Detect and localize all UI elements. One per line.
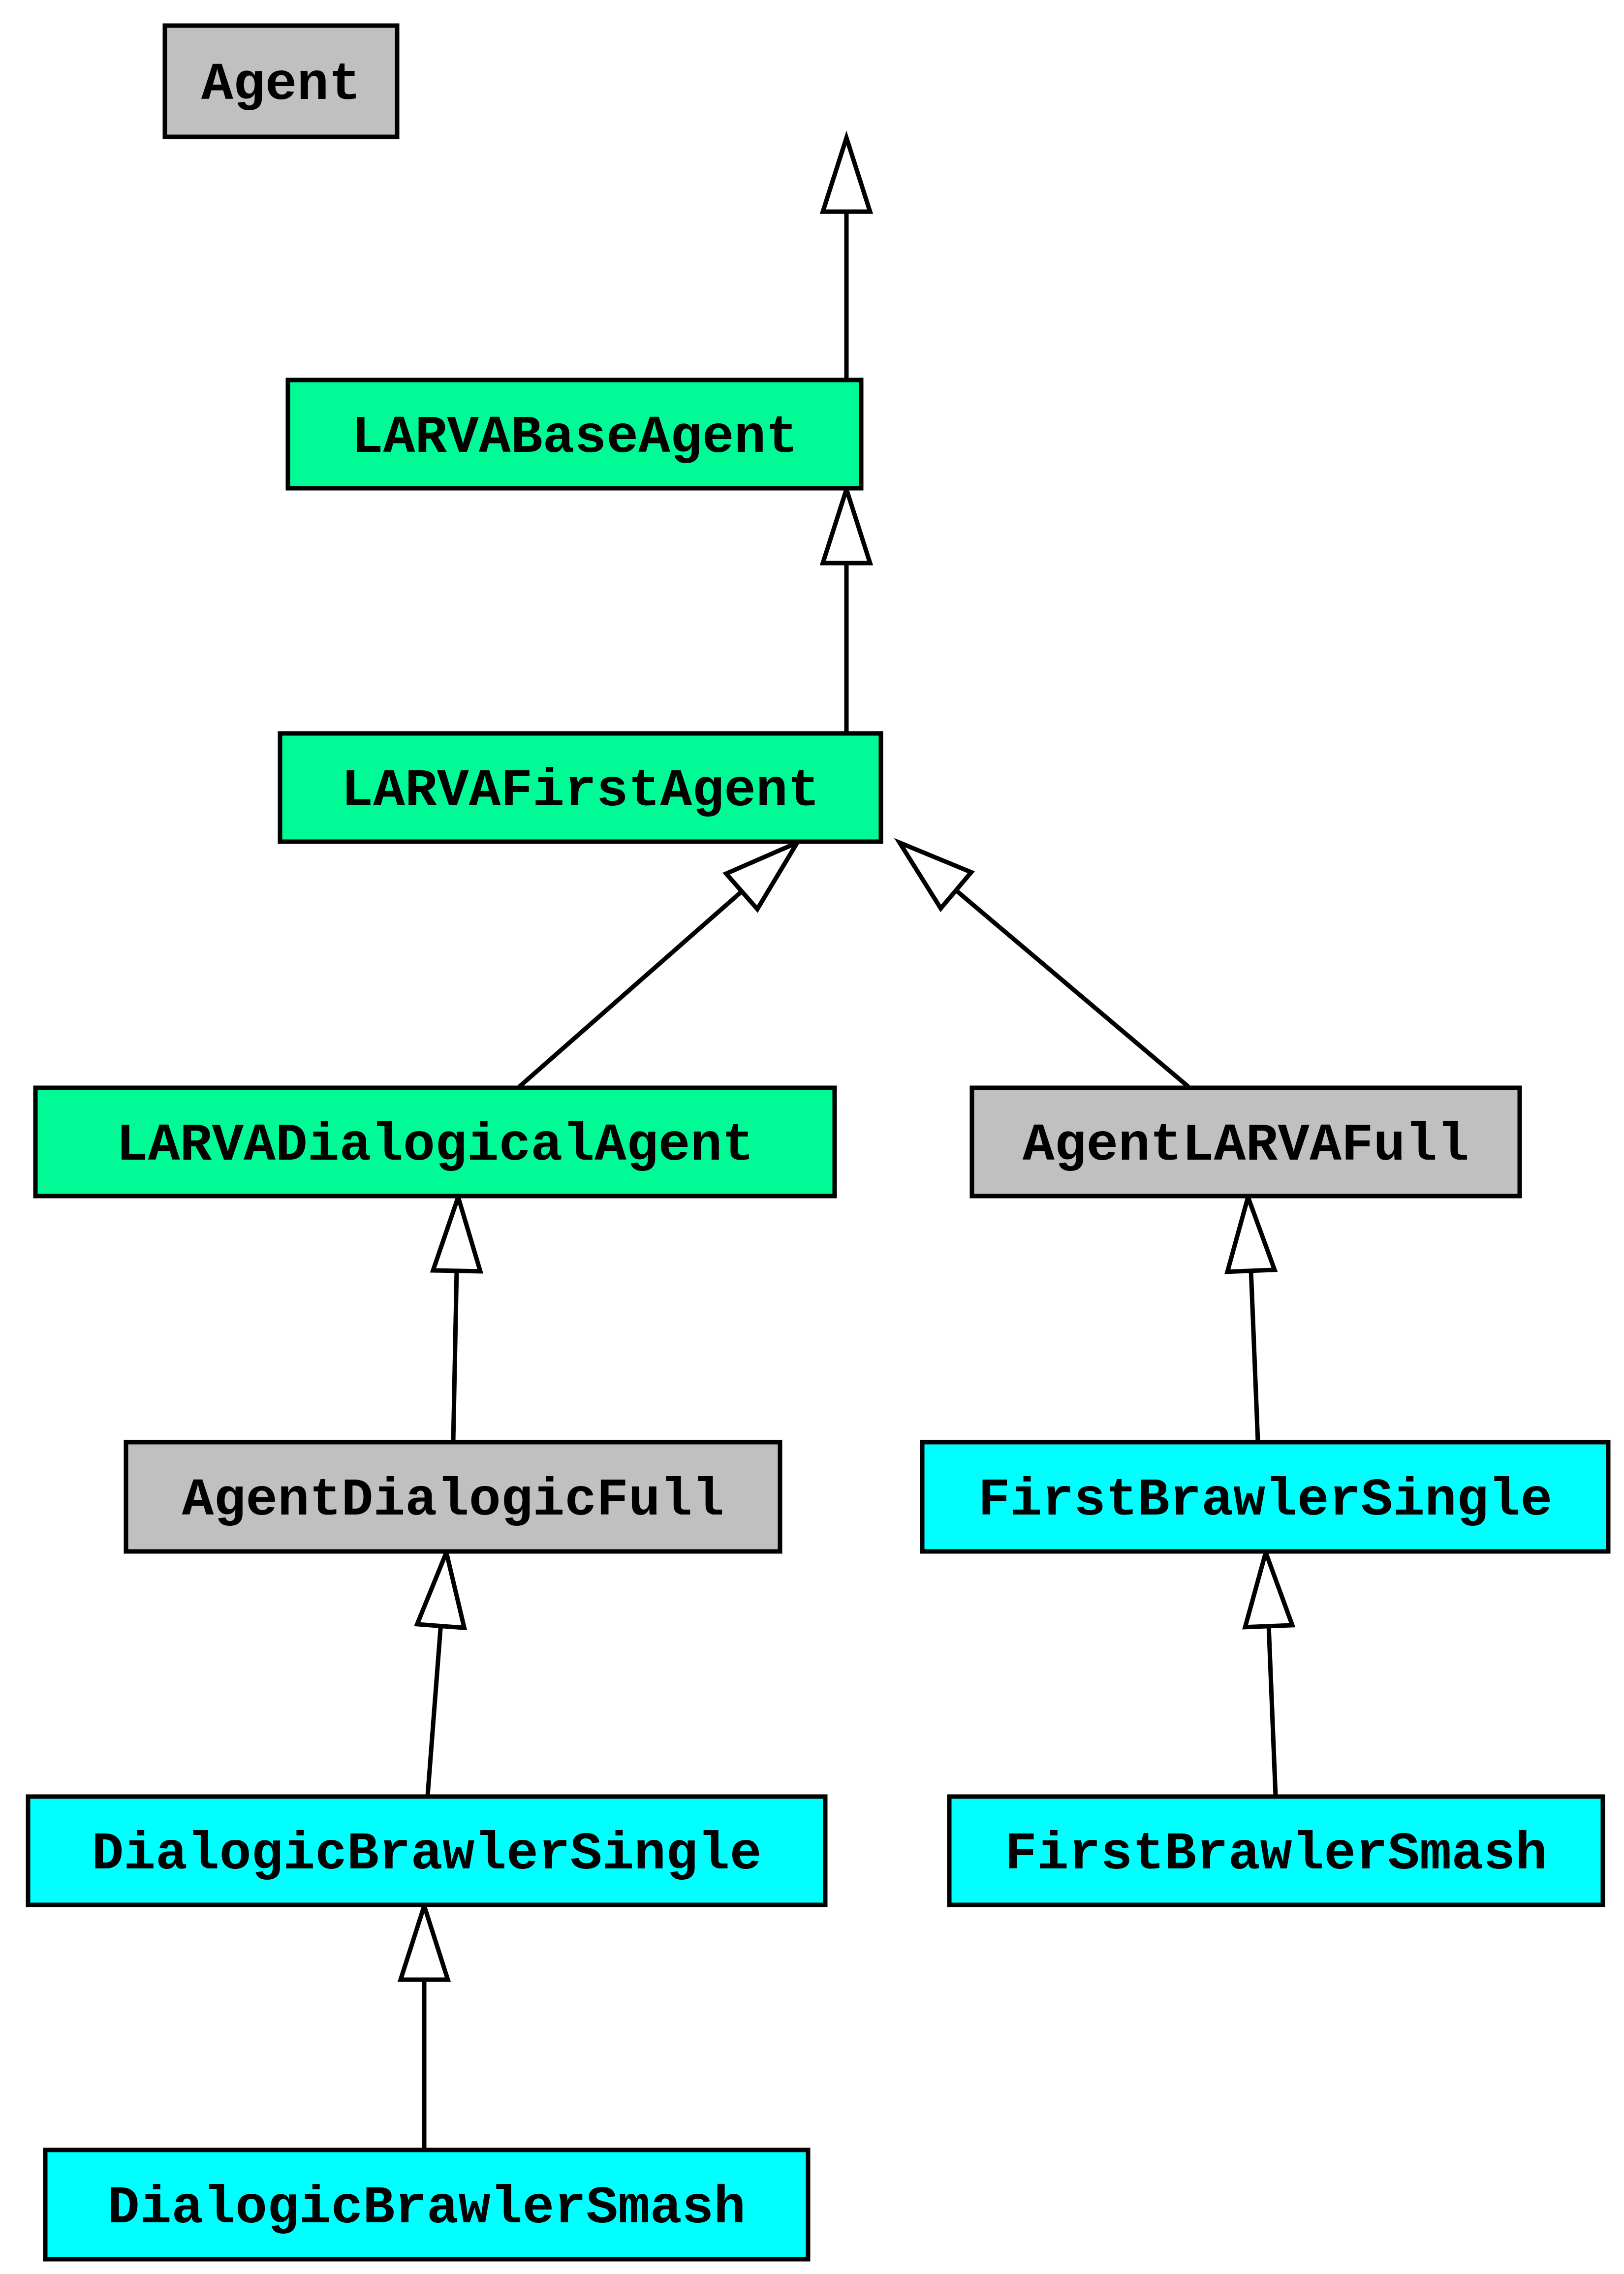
edge-line [518,889,744,1089]
edge-line [451,1270,459,1442]
edges-layer [397,130,1296,2149]
class-node-dialogic-brawler-single[interactable]: DialogicBrawlerSingle [26,1794,828,1907]
class-node-label: FirstBrawlerSmash [1005,1825,1547,1885]
inheritance-edge-larva-dialogical-agent-to-larva-first-agent [518,838,803,1089]
nodes-layer: AgentLARVABaseAgentLARVAFirstAgentLARVAD… [26,23,1611,2262]
class-node-agent-dialogic-full[interactable]: AgentDialogicFull [124,1440,782,1554]
class-node-larva-base-agent[interactable]: LARVABaseAgent [285,378,864,491]
hollow-arrowhead-icon [722,838,803,913]
inheritance-edge-dialogic-brawler-smash-to-dialogic-brawler-single [397,1898,451,2149]
inheritance-edge-agent-larva-full-to-larva-first-agent [894,838,1190,1089]
class-node-label: LARVABaseAgent [351,408,798,468]
class-node-box [33,1085,837,1199]
class-node-box [920,1440,1611,1554]
inheritance-edge-first-brawler-smash-to-first-brawler-single [1242,1545,1296,1796]
inheritance-edge-agent-dialogic-full-to-larva-dialogical-agent [430,1190,484,1442]
inheritance-edge-first-brawler-single-to-agent-larva-full [1224,1190,1278,1442]
class-node-box [26,1794,828,1907]
class-node-box [43,2148,811,2262]
inheritance-edge-larva-base-agent-to-agent [819,130,874,379]
class-node-label: AgentDialogicFull [182,1471,724,1531]
edge-line [425,1626,443,1796]
class-node-box [285,378,864,491]
hollow-arrowhead-icon [894,838,975,913]
class-node-label: LARVAFirstAgent [341,761,819,821]
class-node-agent-larva-full[interactable]: AgentLARVAFull [969,1085,1522,1199]
class-node-label: FirstBrawlerSingle [978,1471,1553,1531]
class-node-first-brawler-smash[interactable]: FirstBrawlerSmash [947,1794,1605,1907]
class-node-box [947,1794,1605,1907]
hollow-arrowhead-icon [819,482,874,566]
edge-line [1266,1626,1278,1796]
class-node-agent[interactable]: Agent [162,23,400,139]
hollow-arrowhead-icon [414,1545,468,1631]
class-node-box [969,1085,1522,1199]
class-node-label: AgentLARVAFull [1023,1116,1469,1176]
class-node-label: LARVADialogicalAgent [116,1116,754,1176]
class-node-label: DialogicBrawlerSingle [92,1825,761,1885]
hollow-arrowhead-icon [1224,1190,1278,1274]
class-node-box [162,23,400,139]
class-node-box [278,731,883,844]
edge-line [1249,1270,1260,1442]
class-node-larva-dialogical-agent[interactable]: LARVADialogicalAgent [33,1085,837,1199]
class-node-dialogic-brawler-smash[interactable]: DialogicBrawlerSmash [43,2148,811,2262]
hollow-arrowhead-icon [430,1190,484,1274]
hollow-arrowhead-icon [1242,1545,1296,1630]
inheritance-edge-dialogic-brawler-single-to-agent-dialogic-full [414,1545,468,1796]
hollow-arrowhead-icon [819,130,874,214]
class-node-label: Agent [201,55,361,115]
edge-line [954,888,1190,1089]
class-node-first-brawler-single[interactable]: FirstBrawlerSingle [920,1440,1611,1554]
class-node-box [124,1440,782,1554]
hollow-arrowhead-icon [397,1898,451,1982]
inheritance-edge-larva-first-agent-to-larva-base-agent [819,482,874,732]
class-node-larva-first-agent[interactable]: LARVAFirstAgent [278,731,883,844]
class-node-label: DialogicBrawlerSmash [108,2179,746,2239]
